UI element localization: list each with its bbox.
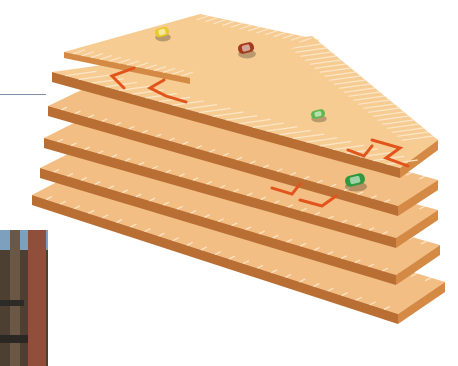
parking-deck-stack xyxy=(0,0,458,366)
